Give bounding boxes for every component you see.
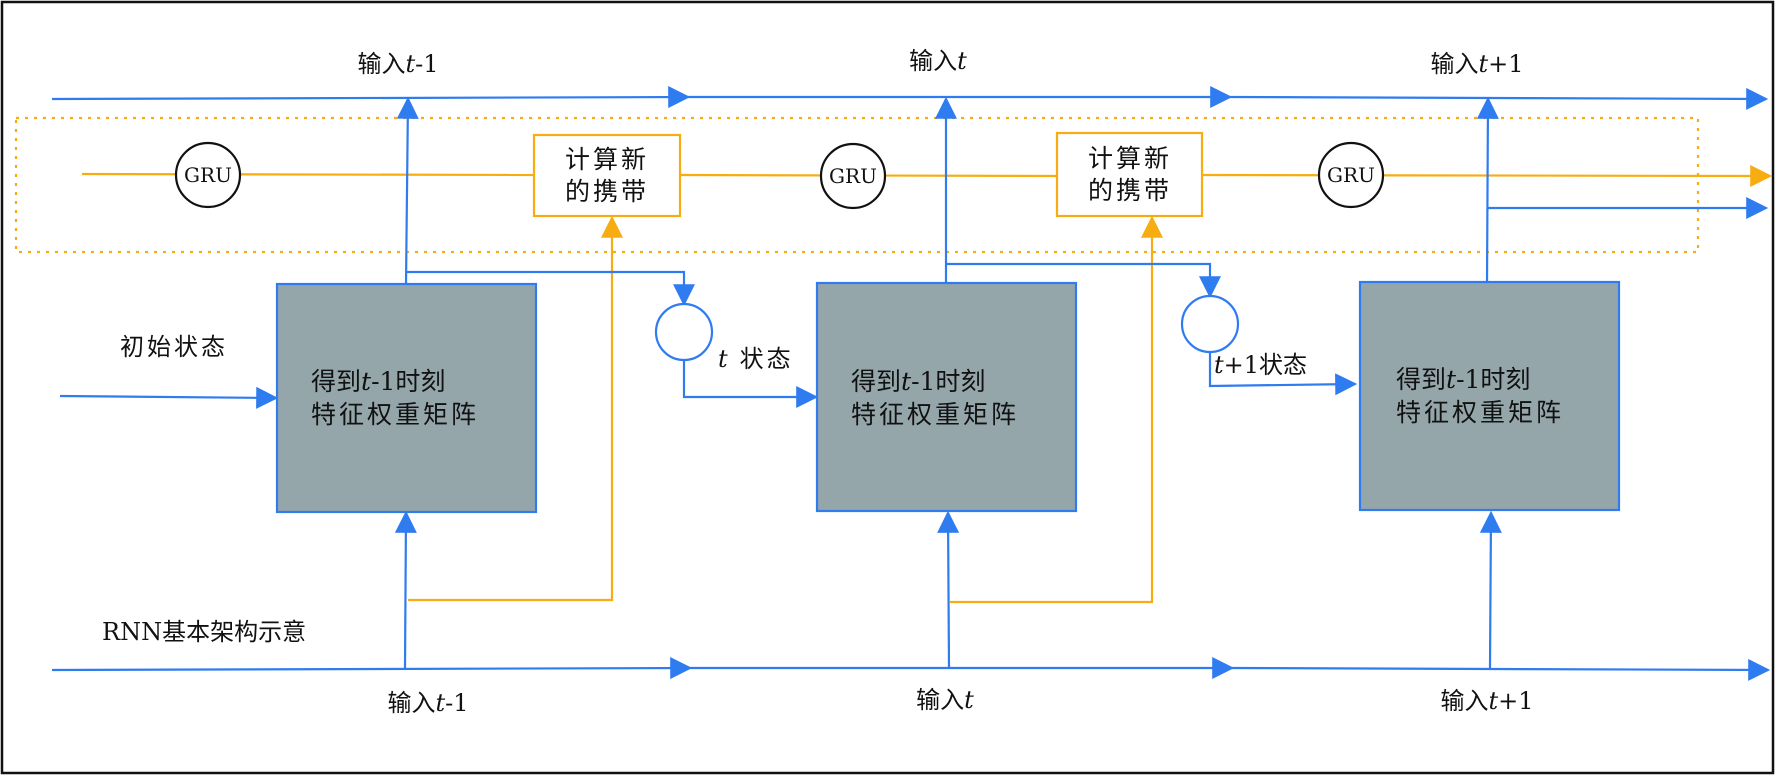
bottom-input-line bbox=[51, 657, 1771, 681]
state-circle-t bbox=[654, 302, 714, 362]
block-1: 得到t-1时刻 特征权重矩阵 bbox=[275, 282, 538, 514]
top-input-label-1: 输入t-1 bbox=[357, 50, 438, 78]
top-input-arrow-1 bbox=[51, 86, 691, 109]
top-input-arrow-3 bbox=[1229, 87, 1769, 110]
state-circle-t1 bbox=[1180, 294, 1240, 354]
gru-node-3-label: GRU bbox=[1327, 163, 1375, 187]
carry-feed-2 bbox=[950, 215, 1163, 604]
gru-node-3: GRU bbox=[1317, 141, 1385, 209]
block3-up-arrow bbox=[1476, 96, 1499, 285]
bottom-input-label-1: 输入t-1 bbox=[387, 689, 468, 717]
block1-up-arrow bbox=[396, 96, 419, 285]
block-1-line1: 得到t-1时刻 bbox=[311, 367, 445, 396]
carry-box-2-line2: 的携带 bbox=[1088, 176, 1172, 205]
gru-node-2: GRU bbox=[819, 142, 887, 210]
block-3: 得到t-1时刻 特征权重矩阵 bbox=[1358, 280, 1621, 512]
carry-segment-3 bbox=[1201, 164, 1773, 187]
carry-box-1: 计算新 的携带 bbox=[532, 133, 682, 218]
gru-band-frame bbox=[14, 116, 1700, 254]
carry-segment-1 bbox=[81, 172, 535, 177]
block-2-line2: 特征权重矩阵 bbox=[851, 400, 1019, 429]
gru-node-2-label: GRU bbox=[829, 164, 877, 188]
state-branch-1 bbox=[406, 270, 695, 307]
block1-bottom-arrow bbox=[394, 510, 417, 669]
carry-box-1-line2: 的携带 bbox=[565, 177, 649, 206]
block-1-line2: 特征权重矩阵 bbox=[311, 400, 479, 429]
diagram-caption: RNN基本架构示意 bbox=[102, 618, 306, 646]
carry-line bbox=[81, 164, 1773, 187]
block-2-line1: 得到t-1时刻 bbox=[851, 367, 985, 396]
bottom-input-arrow-3 bbox=[1231, 658, 1771, 681]
block3-bottom-arrow bbox=[1479, 510, 1502, 669]
gru-node-1-label: GRU bbox=[184, 163, 232, 187]
state-t-to-block2 bbox=[682, 360, 819, 408]
top-input-line bbox=[51, 86, 1769, 110]
state-branch-2 bbox=[946, 262, 1221, 299]
bottom-input-label-3: 输入t+1 bbox=[1440, 687, 1533, 715]
block-3-line1: 得到t-1时刻 bbox=[1396, 365, 1530, 394]
carry-box-2-line1: 计算新 bbox=[1088, 144, 1172, 173]
block-2: 得到t-1时刻 特征权重矩阵 bbox=[815, 281, 1078, 513]
top-input-label-3: 输入t+1 bbox=[1430, 50, 1523, 78]
carry-box-2: 计算新 的携带 bbox=[1055, 131, 1204, 218]
bottom-input-arrow-1 bbox=[51, 657, 693, 680]
block-3-line2: 特征权重矩阵 bbox=[1396, 398, 1564, 427]
carry-box-1-line1: 计算新 bbox=[565, 145, 649, 174]
state-t1-to-block3 bbox=[1208, 352, 1358, 396]
block2-bottom-arrow bbox=[937, 510, 960, 669]
initial-state-label: 初始状态 bbox=[120, 333, 228, 361]
carry-feed-1 bbox=[408, 215, 623, 602]
top-input-label-2: 输入t bbox=[909, 47, 967, 75]
initial-state-arrow bbox=[59, 386, 279, 409]
state-t1-label: t+1状态 bbox=[1214, 351, 1307, 379]
gru-node-1: GRU bbox=[174, 141, 242, 209]
bottom-input-label-2: 输入t bbox=[916, 686, 974, 714]
